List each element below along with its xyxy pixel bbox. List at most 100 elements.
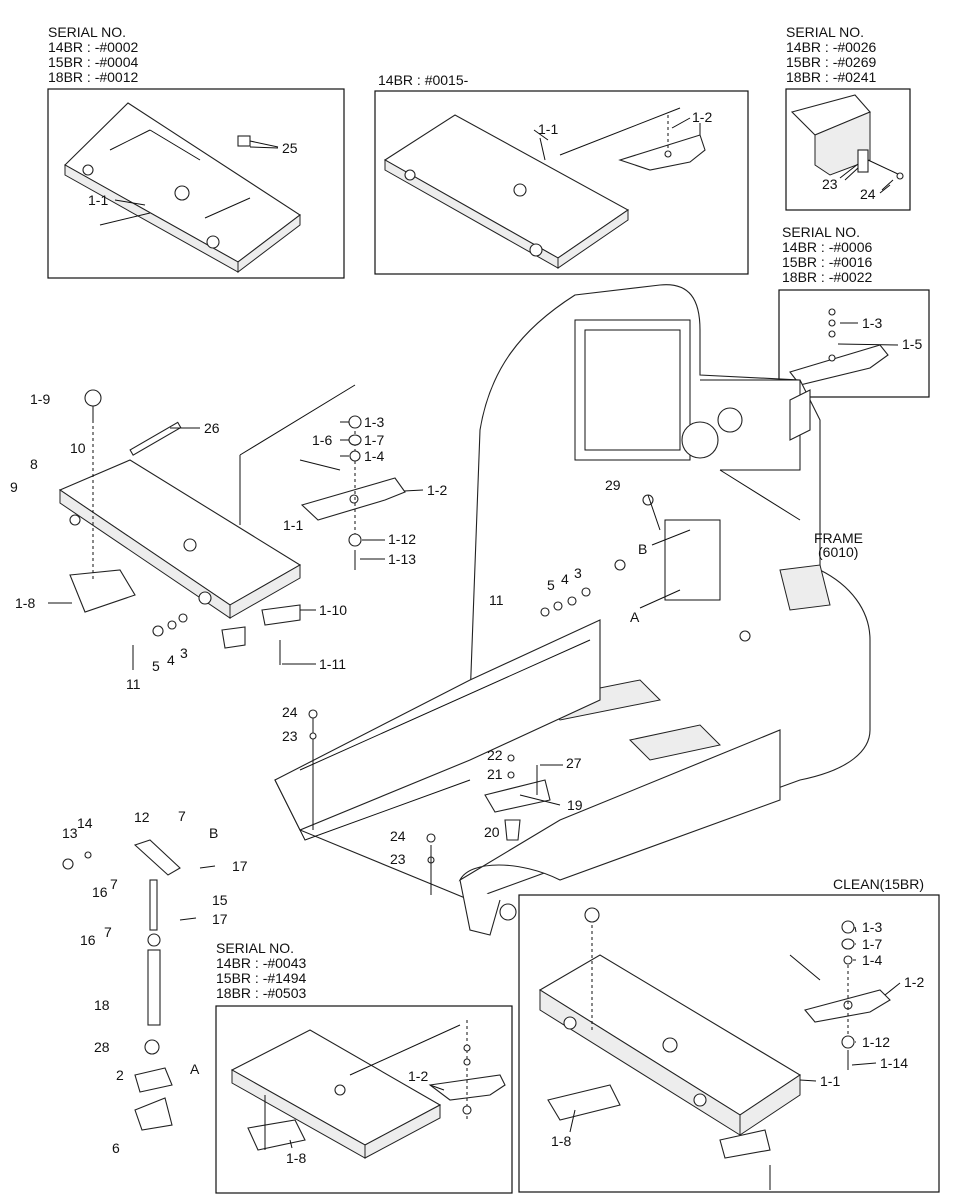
part-label: 5 xyxy=(547,577,555,593)
inset-box-bottom-right xyxy=(518,894,940,1193)
part-label: 1-7 xyxy=(862,936,882,952)
part-label: 4 xyxy=(561,571,569,587)
part-label: 1-10 xyxy=(319,602,347,618)
header-line: 15BR : -#0016 xyxy=(782,254,872,270)
header-line: 14BR : -#0026 xyxy=(786,39,876,55)
part-label: 26 xyxy=(204,420,220,436)
part-label: 15 xyxy=(212,892,228,908)
header-line: SERIAL NO. xyxy=(786,24,864,40)
inset-box-bottom-middle xyxy=(215,1005,513,1194)
part-label: 1-6 xyxy=(312,432,332,448)
part-label: 8 xyxy=(30,456,38,472)
header-line: 18BR : -#0012 xyxy=(48,69,138,85)
part-label: 1-11 xyxy=(319,656,346,672)
header-line: 18BR : -#0241 xyxy=(786,69,876,85)
part-label: A xyxy=(630,609,640,625)
part-label: 1-14 xyxy=(880,1055,908,1071)
tray-drawing-bottom-middle xyxy=(230,1020,506,1159)
part-label: 1-1 xyxy=(538,121,558,137)
part-label: 1-9 xyxy=(30,391,50,407)
part-label: 13 xyxy=(62,825,78,841)
inset-header-top-right: SERIAL NO. 14BR : -#0026 15BR : -#0269 1… xyxy=(786,24,876,85)
bracket-drawing-top-right xyxy=(790,94,904,194)
tray-drawing-bottom-right xyxy=(538,907,891,1190)
header-line: 15BR : -#0004 xyxy=(48,54,138,70)
part-label: B xyxy=(638,541,647,557)
frame-drawing: FRAME (6010) xyxy=(274,284,871,936)
part-label: 23 xyxy=(822,176,838,192)
part-label: 1-12 xyxy=(862,1034,890,1050)
inset-header-right-middle: SERIAL NO. 14BR : -#0006 15BR : -#0016 1… xyxy=(782,224,872,285)
inset-leaders xyxy=(289,926,901,1149)
part-label: 22 xyxy=(487,747,503,763)
part-label: B xyxy=(209,825,218,841)
part-label: 16 xyxy=(80,932,96,948)
part-label: 10 xyxy=(70,440,86,456)
part-label: 25 xyxy=(282,140,298,156)
part-label: 20 xyxy=(484,824,500,840)
header-line: 15BR : -#0269 xyxy=(786,54,876,70)
part-label: 9 xyxy=(10,479,18,495)
part-label: 1-8 xyxy=(15,595,35,611)
part-label: 24 xyxy=(390,828,406,844)
part-label: 23 xyxy=(390,851,406,867)
header-line: 15BR : -#1494 xyxy=(216,970,306,986)
part-label: 1-4 xyxy=(862,952,882,968)
part-label: 1-1 xyxy=(88,192,108,208)
part-label: 19 xyxy=(567,797,583,813)
part-label: 1-3 xyxy=(364,414,384,430)
part-label: 16 xyxy=(92,884,108,900)
part-label: 24 xyxy=(282,704,298,720)
part-label: 1-8 xyxy=(551,1133,571,1149)
inset-header-bottom-middle: SERIAL NO. 14BR : -#0043 15BR : -#1494 1… xyxy=(216,940,306,1001)
part-label: 11 xyxy=(489,592,504,608)
part-label: 23 xyxy=(282,728,298,744)
part-label: 28 xyxy=(94,1039,110,1055)
header-line: 14BR : -#0002 xyxy=(48,39,138,55)
link-assembly-drawing xyxy=(62,839,216,1131)
tray-drawing-top-left xyxy=(64,102,301,274)
part-label: 4 xyxy=(167,652,175,668)
header-line: 14BR : -#0006 xyxy=(782,239,872,255)
part-label: 21 xyxy=(487,766,503,782)
part-label: 1-3 xyxy=(862,315,882,331)
part-label: 11 xyxy=(126,676,141,692)
part-label: 1-2 xyxy=(692,109,712,125)
part-label: 12 xyxy=(134,809,150,825)
leader-lines xyxy=(48,117,894,806)
header-line: SERIAL NO. xyxy=(48,24,126,40)
part-label: A xyxy=(190,1061,200,1077)
part-label: 1-13 xyxy=(388,551,416,567)
part-label: 1-2 xyxy=(427,482,447,498)
part-label: 1-7 xyxy=(364,432,384,448)
inset-header-top-middle: 14BR : #0015- xyxy=(378,72,469,88)
header-line: 14BR : -#0043 xyxy=(216,955,306,971)
inset-header-top-left: SERIAL NO. 14BR : -#0002 15BR : -#0004 1… xyxy=(48,24,138,85)
part-label: 7 xyxy=(178,808,186,824)
part-label: 18 xyxy=(94,997,110,1013)
part-label: 3 xyxy=(180,645,188,661)
part-label: 29 xyxy=(605,477,621,493)
part-label: 6 xyxy=(112,1140,120,1156)
part-label: 27 xyxy=(566,755,582,771)
part-label: 24 xyxy=(860,186,876,202)
part-label: 17 xyxy=(232,858,248,874)
header-line: SERIAL NO. xyxy=(216,940,294,956)
part-label: 17 xyxy=(212,911,228,927)
tray-drawing-top-middle xyxy=(383,107,706,269)
inset-box-top-left xyxy=(47,88,345,279)
header-line: 18BR : -#0022 xyxy=(782,269,872,285)
part-label: 1-3 xyxy=(862,919,882,935)
part-label: 5 xyxy=(152,658,160,674)
part-label: 1-12 xyxy=(388,531,416,547)
part-label: 3 xyxy=(574,565,582,581)
inset-box-right-middle xyxy=(778,289,930,398)
inset-box-top-right xyxy=(785,88,911,211)
part-label: 7 xyxy=(110,876,118,892)
part-label: 1-8 xyxy=(286,1150,306,1166)
tray-drawing-left xyxy=(58,384,406,670)
part-label: 2 xyxy=(116,1067,124,1083)
inset-header-bottom-right: CLEAN(15BR) xyxy=(833,876,924,892)
inset-box-top-middle xyxy=(374,90,749,275)
